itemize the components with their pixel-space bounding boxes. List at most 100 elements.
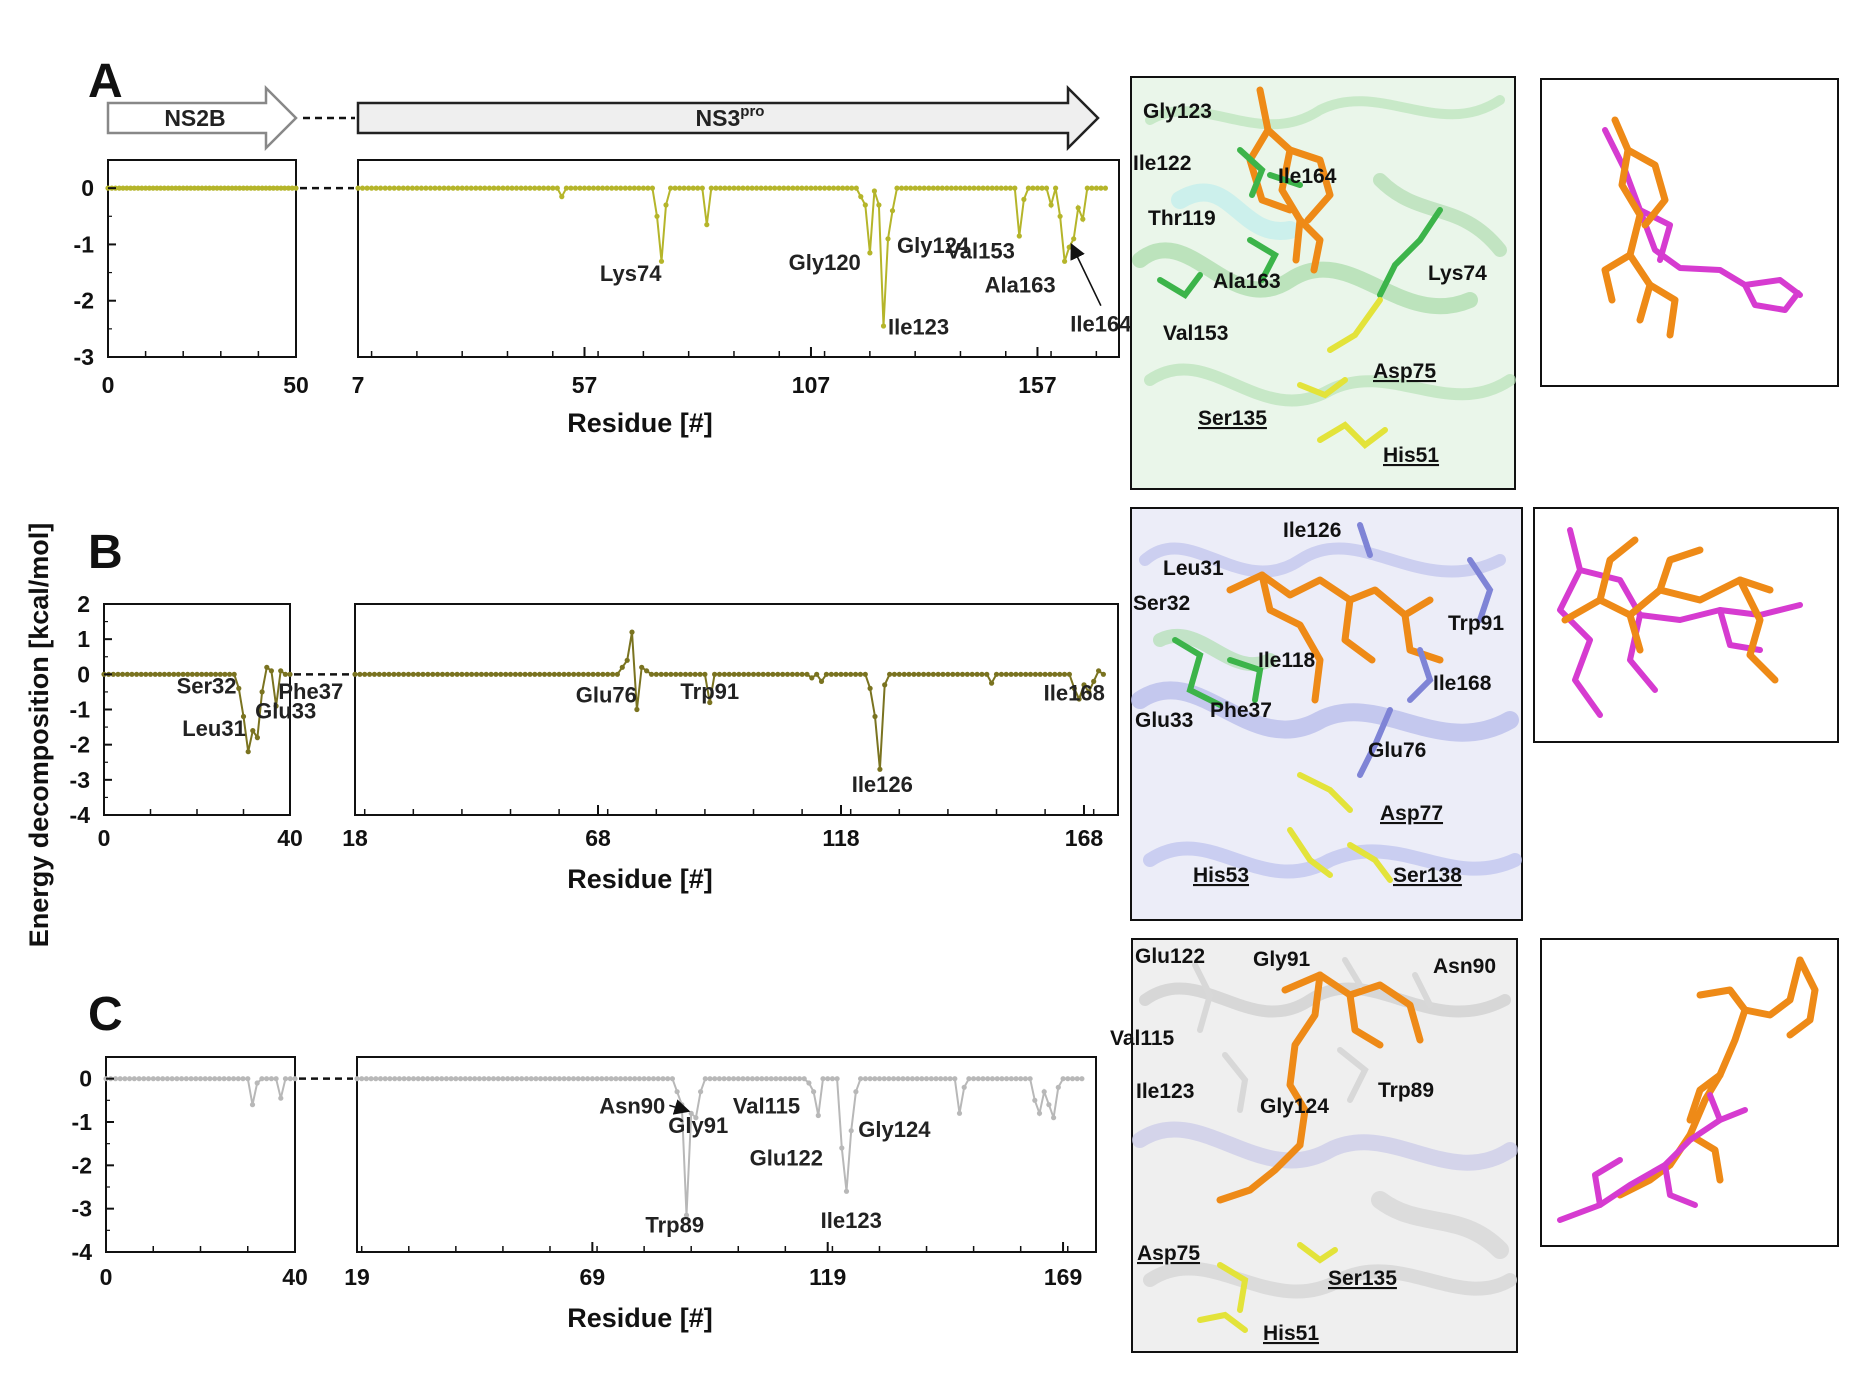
residue-label: Gly91: [668, 1113, 728, 1138]
data-point: [1032, 671, 1038, 677]
data-point: [570, 1076, 577, 1082]
data-point: [249, 1102, 256, 1108]
data-point: [566, 1076, 572, 1082]
data-point: [542, 1076, 548, 1082]
data-point: [488, 671, 494, 677]
mol-c-gly124: Gly124: [1260, 1095, 1329, 1118]
data-point: [453, 1076, 459, 1082]
data-point: [663, 671, 669, 677]
data-point: [828, 671, 834, 677]
data-point: [822, 185, 828, 191]
data-point: [964, 671, 970, 677]
data-point: [853, 1089, 859, 1095]
overlay-b: [1533, 507, 1839, 743]
mol-b-ile126: Ile126: [1283, 519, 1341, 542]
data-point: [495, 185, 501, 191]
data-point: [831, 185, 837, 191]
data-point: [1023, 671, 1029, 677]
data-point: [840, 185, 846, 191]
data-point: [610, 671, 616, 677]
data-point: [147, 671, 154, 677]
data-point: [663, 202, 669, 208]
data-point: [414, 185, 420, 191]
y-tick-label: -1: [74, 231, 95, 257]
overlay-c-frame: [1540, 938, 1839, 1247]
data-point: [1080, 216, 1086, 222]
data-point: [371, 671, 377, 677]
data-point: [1008, 671, 1014, 677]
data-point: [410, 1076, 417, 1082]
data-point: [925, 671, 932, 677]
data-point: [507, 671, 514, 677]
mol-a-val153: Val153: [1163, 322, 1228, 345]
x-tick-label: 168: [1065, 825, 1104, 851]
data-point: [806, 1080, 812, 1086]
data-point: [116, 185, 122, 191]
data-point: [486, 185, 492, 191]
data-point: [165, 185, 171, 191]
data-point: [528, 1076, 534, 1082]
data-point: [885, 236, 891, 242]
data-point: [478, 671, 484, 677]
data-point: [127, 1076, 133, 1082]
data-point: [690, 185, 696, 191]
data-point: [928, 1076, 934, 1082]
data-point: [716, 1076, 723, 1082]
mol-c-ile123: Ile123: [1136, 1080, 1194, 1103]
data-point: [180, 671, 186, 677]
data-point: [174, 1076, 180, 1082]
data-point: [1065, 1076, 1071, 1082]
data-point: [848, 1128, 854, 1134]
data-point: [930, 671, 936, 677]
data-point: [741, 671, 747, 677]
data-point: [504, 185, 511, 191]
data-point: [585, 1076, 591, 1082]
data-point: [231, 1076, 237, 1082]
data-point: [1061, 671, 1068, 677]
data-point: [980, 185, 986, 191]
data-point: [631, 185, 637, 191]
data-point: [377, 1076, 384, 1082]
data-point: [781, 185, 787, 191]
data-point: [749, 185, 755, 191]
mol-b-his53: His53: [1193, 864, 1249, 887]
plot-frame: [107, 159, 297, 358]
data-point: [248, 185, 254, 191]
data-point: [225, 185, 231, 191]
data-point: [367, 671, 373, 677]
data-point: [1042, 671, 1048, 677]
data-point: [513, 185, 520, 191]
data-point: [876, 1076, 883, 1082]
y-tick-label: -3: [74, 344, 94, 370]
data-point: [862, 671, 868, 677]
data-point: [446, 185, 452, 191]
data-point: [985, 185, 991, 191]
data-point: [120, 185, 126, 191]
structure-c-ligand: [1216, 971, 1424, 1204]
data-point: [772, 185, 778, 191]
data-point: [944, 185, 950, 191]
overlay-a-orange: [1601, 116, 1679, 339]
data-point: [391, 185, 397, 191]
data-point: [221, 1076, 227, 1082]
y-tick-label: -3: [70, 767, 90, 793]
data-point: [998, 185, 1004, 191]
data-point: [169, 1076, 175, 1082]
data-point: [605, 671, 611, 677]
structure-c: Glu122 Gly91 Asn90 Val115 Ile123 Gly124 …: [1110, 938, 1518, 1353]
data-point: [726, 185, 733, 191]
data-point: [641, 1076, 647, 1082]
data-point: [876, 202, 882, 208]
data-point: [400, 185, 406, 191]
data-point: [1055, 1084, 1061, 1090]
data-point: [901, 671, 907, 677]
data-point: [1089, 185, 1095, 191]
data-point: [933, 1076, 939, 1082]
data-point: [776, 185, 782, 191]
data-point: [352, 671, 358, 677]
mol-c-asp75: Asp75: [1137, 1242, 1200, 1265]
data-point: [202, 1076, 208, 1082]
data-point: [794, 671, 800, 677]
